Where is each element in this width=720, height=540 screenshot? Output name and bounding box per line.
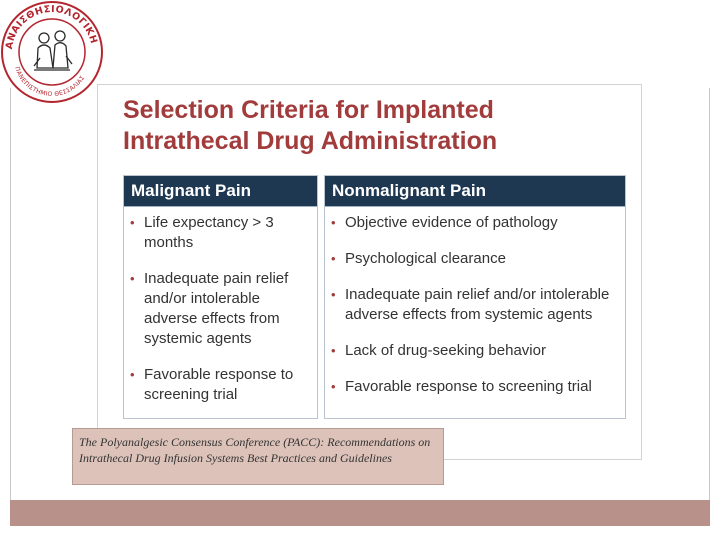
list-item: Lack of drug-seeking behavior: [325, 341, 619, 361]
slide-title: Selection Criteria for Implanted Intrath…: [123, 96, 498, 155]
nonmalignant-pain-box: Nonmalignant Pain Objective evidence of …: [324, 175, 626, 419]
list-item: Inadequate pain relief and/or intolerabl…: [124, 269, 311, 349]
malignant-criteria-list: Life expectancy > 3 months Inadequate pa…: [124, 213, 317, 405]
slide-image-panel: Selection Criteria for Implanted Intrath…: [97, 84, 642, 460]
slide-border-right: [709, 88, 710, 500]
list-item: Life expectancy > 3 months: [124, 213, 311, 253]
list-item: Inadequate pain relief and/or intolerabl…: [325, 285, 619, 325]
logo-figures-icon: [33, 30, 73, 71]
list-item: Psychological clearance: [325, 249, 619, 269]
malignant-pain-box: Malignant Pain Life expectancy > 3 month…: [123, 175, 318, 419]
list-item: Favorable response to screening trial: [325, 377, 619, 397]
nonmalignant-pain-heading: Nonmalignant Pain: [325, 176, 625, 207]
list-item: Favorable response to screening trial: [124, 365, 311, 405]
malignant-pain-heading: Malignant Pain: [124, 176, 317, 207]
nonmalignant-criteria-list: Objective evidence of pathology Psycholo…: [325, 213, 625, 397]
slide-border-left: [10, 88, 11, 500]
university-seal-logo: ΑΝΑΙΣΘΗΣΙΟΛΟΓΙΚΗ ΚΛΙΝΙΚΗ ΠΑΝΕΠΙΣΤΗΜΙΟ ΘΕ…: [0, 0, 103, 103]
footer-bar: [10, 500, 710, 526]
list-item: Objective evidence of pathology: [325, 213, 619, 233]
citation-box: The Polyanalgesic Consensus Conference (…: [72, 428, 444, 485]
